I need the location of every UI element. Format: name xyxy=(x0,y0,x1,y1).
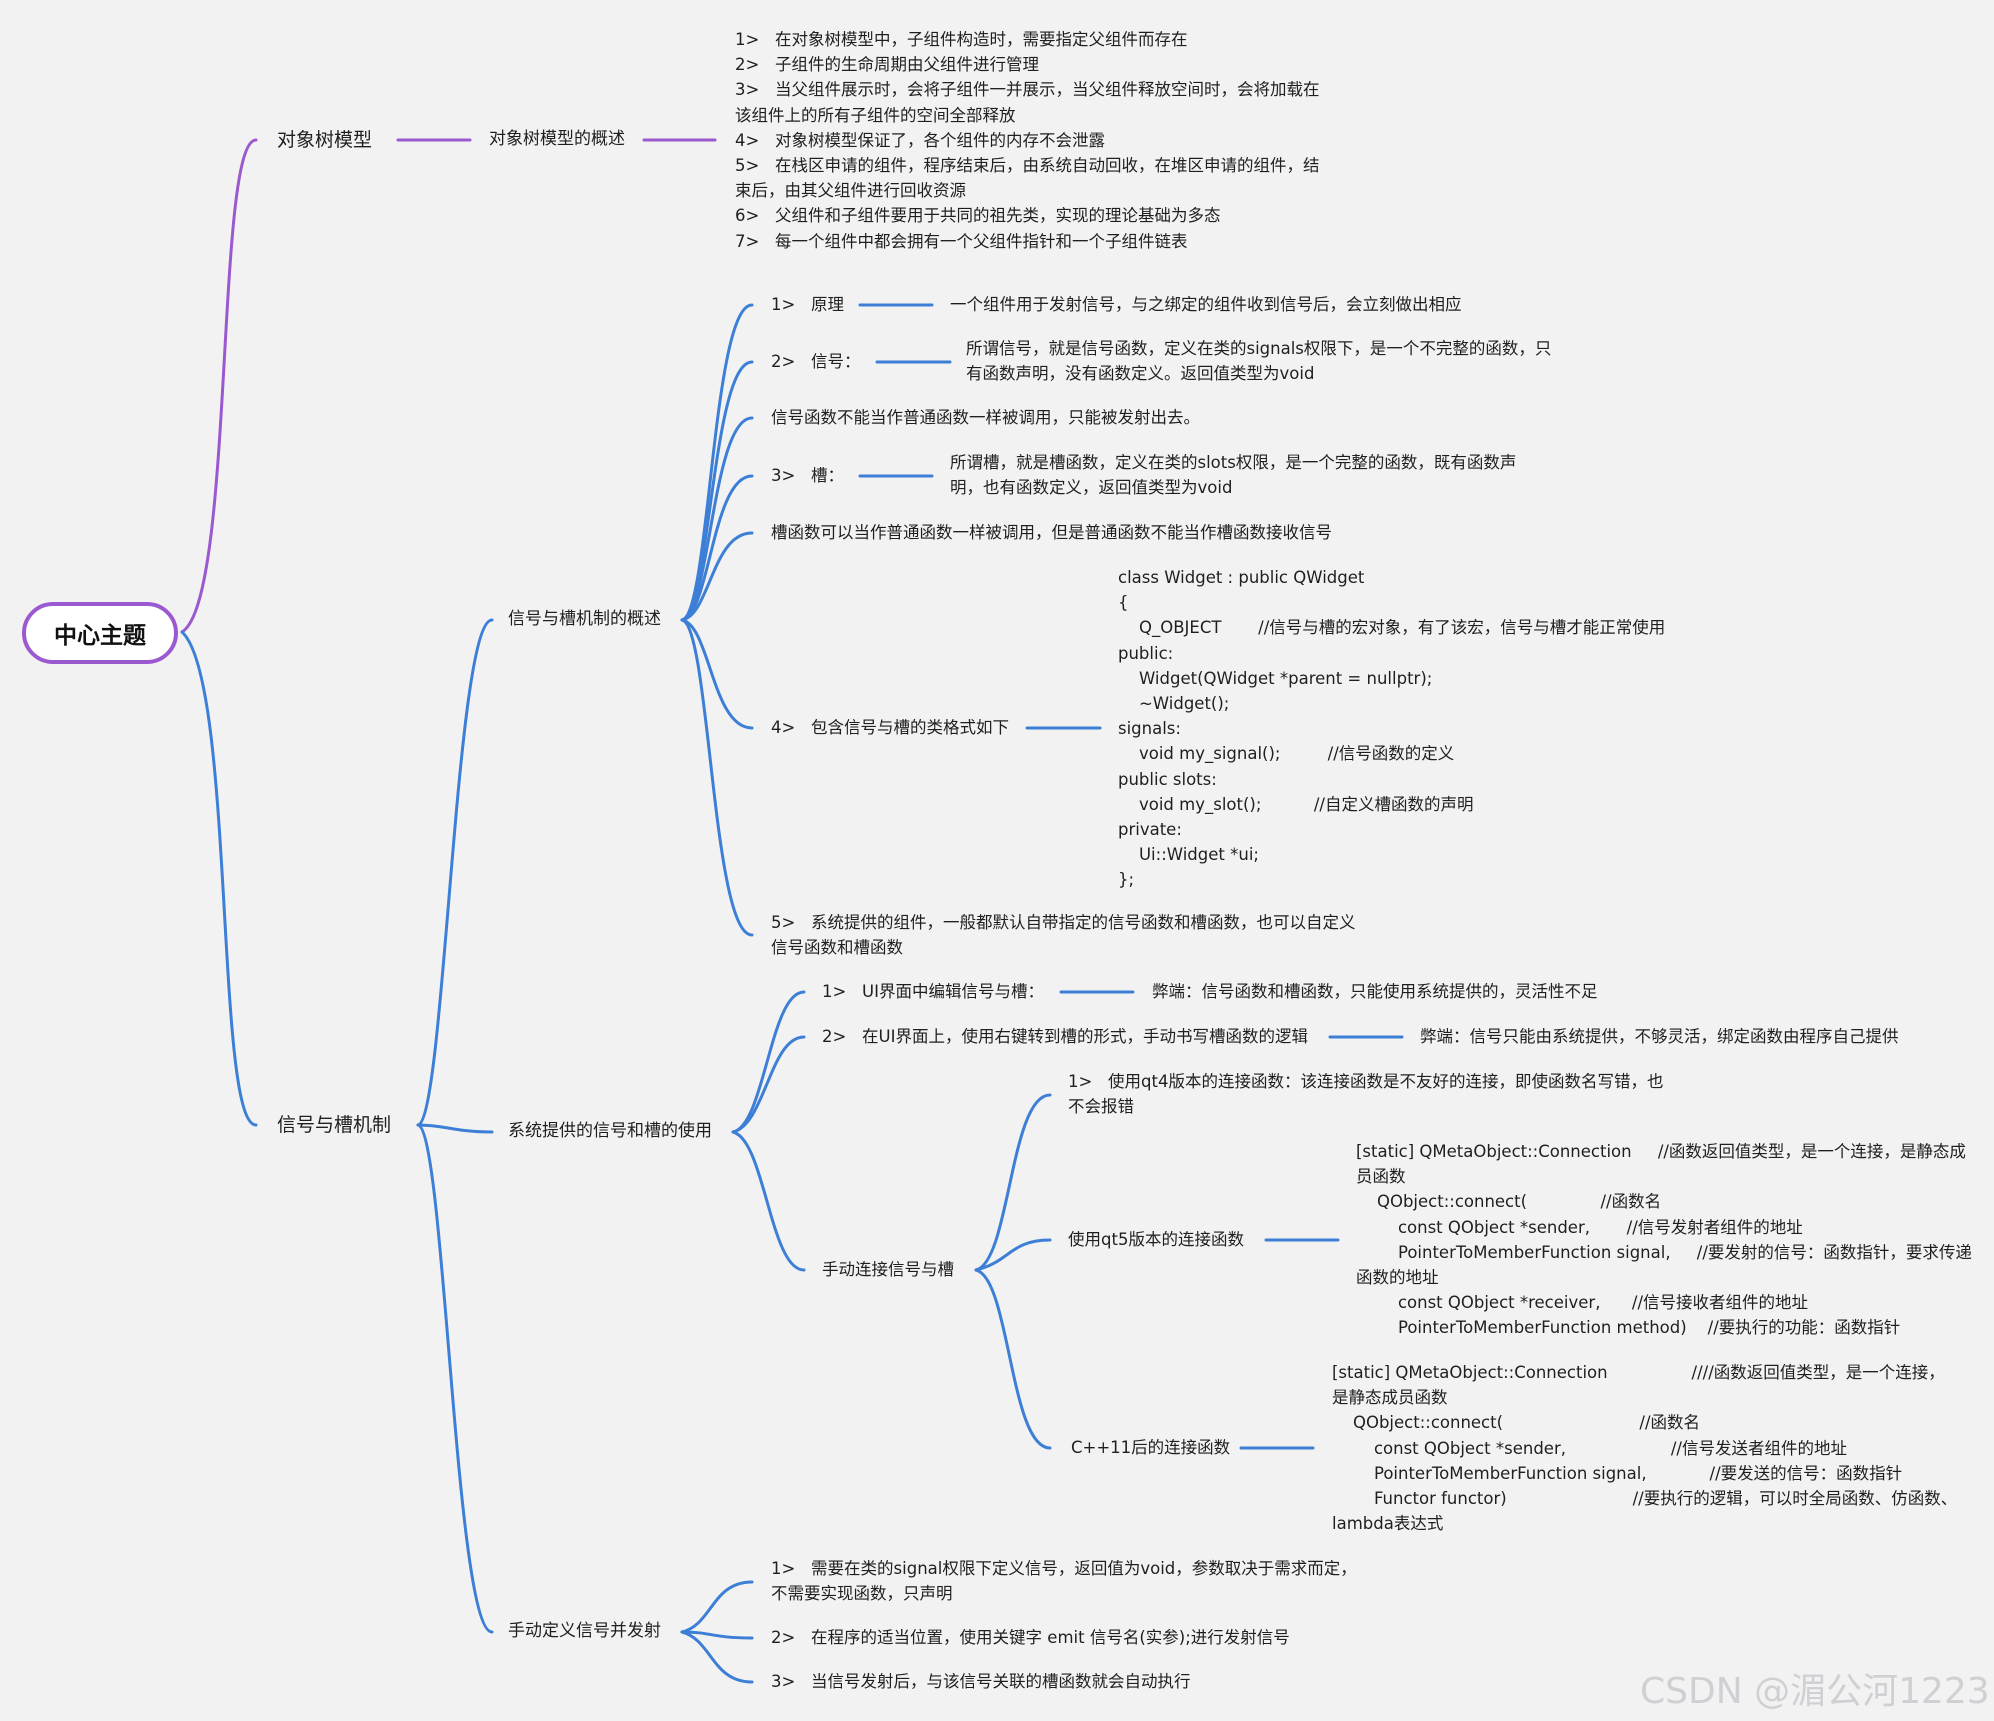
connector-edge xyxy=(680,416,754,622)
note-cpp11-code: [static] QMetaObject::Connection ////函数返… xyxy=(1332,1363,1958,1534)
connector-edge xyxy=(680,1630,754,1684)
connector-edge xyxy=(680,474,754,622)
connector-edge xyxy=(974,1268,1052,1450)
topic-signal-note[interactable]: 信号函数不能当作普通函数一样被调用，只能被发射出去。 xyxy=(771,408,1200,427)
topic-class-format[interactable]: 4> 包含信号与槽的类格式如下 xyxy=(771,718,1010,737)
edge-root-signals xyxy=(180,630,258,1127)
connector-edge xyxy=(680,1580,754,1634)
topic-custom-signal-3[interactable]: 3> 当信号发射后，与该信号关联的槽函数就会自动执行 xyxy=(771,1672,1191,1691)
connector-edge xyxy=(974,1238,1052,1272)
topic-slot[interactable]: 3> 槽： xyxy=(771,466,845,485)
note-signal: 所谓信号，就是信号函数，定义在类的signals权限下，是一个不完整的函数，只 … xyxy=(966,339,1552,384)
topic-signal-slot-mechanism[interactable]: 信号与槽机制 xyxy=(277,1114,392,1136)
topic-right-click-slot[interactable]: 2> 在UI界面上，使用右键转到槽的形式，手动书写槽函数的逻辑 xyxy=(822,1027,1309,1046)
topic-principle[interactable]: 1> 原理 xyxy=(771,295,845,314)
note-object-tree-points: 1> 在对象树模型中，子组件构造时，需要指定父组件而存在 2> 子组件的生命周期… xyxy=(735,30,1320,251)
connector-edge xyxy=(731,1130,806,1272)
topic-manual-connect[interactable]: 手动连接信号与槽 xyxy=(822,1260,954,1279)
topic-signal[interactable]: 2> 信号： xyxy=(771,352,861,371)
topic-system-signal-slot-usage[interactable]: 系统提供的信号和槽的使用 xyxy=(508,1121,712,1141)
edge-signals-custom xyxy=(416,1123,494,1634)
connector-edge xyxy=(680,1630,754,1640)
connector-edge xyxy=(974,1093,1052,1272)
connector-edge xyxy=(680,618,754,730)
topic-object-tree-overview[interactable]: 对象树模型的概述 xyxy=(489,129,625,149)
root-topic[interactable]: 中心主题 xyxy=(22,602,178,664)
topic-slot-note[interactable]: 槽函数可以当作普通函数一样被调用，但是普通函数不能当作槽函数接收信号 xyxy=(771,523,1332,542)
edge-signals-overview xyxy=(416,618,494,1127)
topic-signal-slot-overview[interactable]: 信号与槽机制的概述 xyxy=(508,609,661,629)
topic-system-components[interactable]: 5> 系统提供的组件，一般都默认自带指定的信号函数和槽函数，也可以自定义 信号函… xyxy=(771,913,1356,958)
connector-edge xyxy=(731,1035,806,1134)
topic-ui-edit[interactable]: 1> UI界面中编辑信号与槽： xyxy=(822,982,1045,1001)
note-qt5-code: [static] QMetaObject::Connection //函数返回值… xyxy=(1356,1142,1972,1338)
note-class-code: class Widget : public QWidget { Q_OBJECT… xyxy=(1118,568,1666,890)
topic-cpp11-connect[interactable]: C++11后的连接函数 xyxy=(1071,1438,1231,1457)
connector-edge xyxy=(680,618,754,937)
edge-signals-system xyxy=(416,1123,494,1134)
topic-custom-signal-2[interactable]: 2> 在程序的适当位置，使用关键字 emit 信号名(实参);进行发射信号 xyxy=(771,1628,1290,1647)
note-slot: 所谓槽，就是槽函数，定义在类的slots权限，是一个完整的函数，既有函数声 明，… xyxy=(950,453,1517,498)
connector-edge xyxy=(731,990,806,1134)
topic-custom-signal-1[interactable]: 1> 需要在类的signal权限下定义信号，返回值为void，参数取决于需求而定… xyxy=(771,1559,1357,1604)
topic-custom-signal-emit[interactable]: 手动定义信号并发射 xyxy=(508,1621,661,1641)
topic-qt4-connect[interactable]: 1> 使用qt4版本的连接函数：该连接函数是不友好的连接，即使函数名写错，也 不… xyxy=(1068,1072,1664,1117)
note-right-click-drawback: 弊端：信号只能由系统提供，不够灵活，绑定函数由程序自己提供 xyxy=(1420,1027,1899,1046)
note-principle: 一个组件用于发射信号，与之绑定的组件收到信号后，会立刻做出相应 xyxy=(950,295,1462,314)
connector-edge xyxy=(680,531,754,622)
topic-object-tree-model[interactable]: 对象树模型 xyxy=(277,129,373,151)
edge-root-object-tree xyxy=(180,138,258,634)
note-ui-edit-drawback: 弊端：信号函数和槽函数，只能使用系统提供的，灵活性不足 xyxy=(1152,982,1598,1001)
watermark: CSDN @湄公河1223 xyxy=(1640,1671,1990,1712)
topic-qt5-connect[interactable]: 使用qt5版本的连接函数 xyxy=(1068,1230,1244,1249)
